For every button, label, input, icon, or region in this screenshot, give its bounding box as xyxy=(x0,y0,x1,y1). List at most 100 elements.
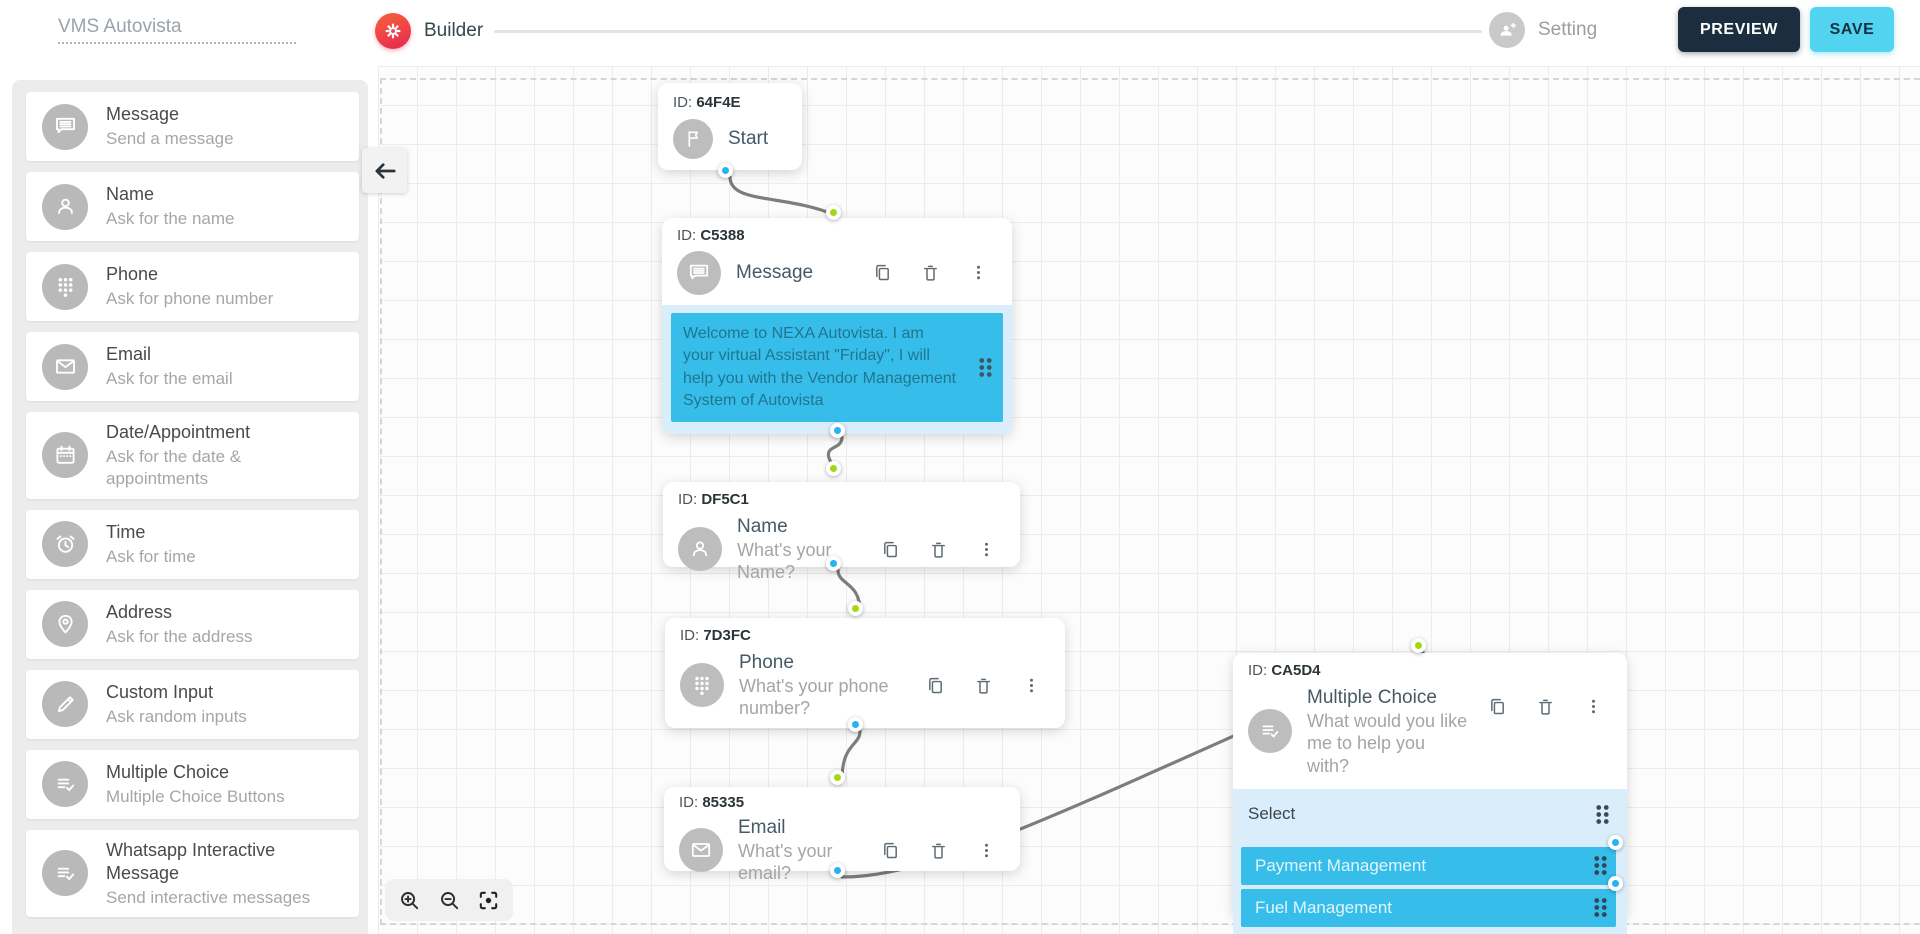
email-input-port[interactable] xyxy=(830,770,845,785)
list-check-icon xyxy=(42,761,88,808)
node-email[interactable]: ID: 85335 Email What's your email? xyxy=(664,787,1020,883)
node-title: Message xyxy=(736,261,814,283)
duplicate-icon[interactable] xyxy=(880,840,901,861)
palette-item-multiple-choice[interactable]: Multiple Choice Multiple Choice Buttons xyxy=(26,749,359,819)
more-options-icon[interactable] xyxy=(968,262,989,283)
node-multiple-choice[interactable]: ID: CA5D4 Multiple Choice What would you… xyxy=(1233,653,1627,934)
palette-item-subtitle: Ask for the email xyxy=(106,369,233,389)
duplicate-icon[interactable] xyxy=(872,262,893,283)
alarm-clock-icon xyxy=(42,521,88,568)
node-start[interactable]: ID: 64F4E Start xyxy=(658,83,802,170)
more-options-icon[interactable] xyxy=(976,539,997,560)
palette-item-time[interactable]: Time Ask for time xyxy=(26,509,359,579)
drag-handle-icon[interactable] xyxy=(1593,897,1608,918)
palette-item-title: Custom Input xyxy=(106,681,214,702)
palette-item-title: Name xyxy=(106,184,155,205)
person-icon xyxy=(42,183,88,230)
more-options-icon[interactable] xyxy=(1583,696,1604,717)
fit-view-button[interactable] xyxy=(476,888,501,913)
group-add-icon xyxy=(1489,12,1525,48)
node-id: ID: DF5C1 xyxy=(678,491,749,508)
drag-handle-icon[interactable] xyxy=(1593,855,1608,876)
save-button[interactable]: SAVE xyxy=(1810,7,1894,52)
palette-item-subtitle: Send interactive messages xyxy=(106,887,311,907)
node-name[interactable]: ID: DF5C1 Name What's your Name? xyxy=(663,482,1020,582)
flag-icon xyxy=(673,118,713,159)
duplicate-icon[interactable] xyxy=(925,675,946,696)
node-question: What's your email? xyxy=(738,840,833,884)
palette-item-subtitle: Ask for time xyxy=(106,546,196,566)
palette-item-phone[interactable]: Phone Ask for phone number xyxy=(26,252,359,321)
list-check-icon xyxy=(1248,709,1292,754)
list-check-icon xyxy=(42,850,88,897)
palette-item-whatsapp-interactive[interactable]: Whatsapp Interactive Message Send intera… xyxy=(26,829,359,918)
palette-item-date-appointment[interactable]: Date/Appointment Ask for the date & appo… xyxy=(26,412,359,499)
choice-option-payment-management[interactable]: Payment Management xyxy=(1241,847,1616,885)
message-input-port[interactable] xyxy=(826,205,841,220)
palette-item-subtitle: Ask for the date & appointments xyxy=(106,447,242,488)
more-options-icon[interactable] xyxy=(976,840,997,861)
node-title: Multiple Choice xyxy=(1307,686,1437,708)
delete-icon[interactable] xyxy=(920,262,941,283)
node-palette: Message Send a message Name Ask for the … xyxy=(12,80,368,934)
flow-canvas[interactable]: ID: 64F4E Start ID: C5388 Message xyxy=(378,66,1920,934)
collapse-sidebar-button[interactable] xyxy=(362,148,407,193)
dialpad-icon xyxy=(680,663,724,708)
palette-item-title: Date/Appointment xyxy=(106,422,251,442)
duplicate-icon[interactable] xyxy=(880,539,901,560)
palette-item-title: Whatsapp Interactive Message xyxy=(106,839,276,883)
palette-item-address[interactable]: Address Ask for the address xyxy=(26,589,359,659)
duplicate-icon[interactable] xyxy=(1487,696,1508,717)
location-pin-icon xyxy=(42,601,88,648)
palette-item-custom-input[interactable]: Custom Input Ask random inputs xyxy=(26,669,359,739)
select-row[interactable]: Select xyxy=(1241,801,1616,827)
choice-option-fuel-management[interactable]: Fuel Management xyxy=(1241,889,1616,927)
phone-output-port[interactable] xyxy=(848,717,863,732)
node-id: ID: C5388 xyxy=(677,227,745,244)
name-output-port[interactable] xyxy=(826,556,841,571)
palette-item-subtitle: Ask for the address xyxy=(106,626,253,646)
drag-handle-icon[interactable] xyxy=(978,356,993,378)
option-payment-output-port[interactable] xyxy=(1608,835,1623,850)
message-bubble[interactable]: Welcome to NEXA Autovista. I am your vir… xyxy=(671,312,1003,423)
node-question: What would you like me to help you with? xyxy=(1307,710,1468,776)
phone-input-port[interactable] xyxy=(848,601,863,616)
name-input-port[interactable] xyxy=(826,461,841,476)
delete-icon[interactable] xyxy=(973,675,994,696)
node-title: Start xyxy=(728,127,769,149)
palette-item-email[interactable]: Email Ask for the email xyxy=(26,332,359,401)
zoom-out-button[interactable] xyxy=(437,888,462,913)
palette-item-subtitle: Send a message xyxy=(106,129,234,149)
zoom-in-button[interactable] xyxy=(397,888,422,913)
dialpad-icon xyxy=(42,263,88,310)
start-output-port[interactable] xyxy=(718,163,733,178)
envelope-icon xyxy=(679,828,723,873)
preview-button[interactable]: PREVIEW xyxy=(1678,7,1800,52)
delete-icon[interactable] xyxy=(928,539,949,560)
more-options-icon[interactable] xyxy=(1021,675,1042,696)
node-title: Phone xyxy=(739,651,794,673)
setting-step[interactable]: Setting xyxy=(1489,12,1597,48)
builder-step[interactable]: Builder xyxy=(375,13,483,49)
option-fuel-output-port[interactable] xyxy=(1608,876,1623,891)
node-id: ID: CA5D4 xyxy=(1248,662,1321,679)
delete-icon[interactable] xyxy=(928,840,949,861)
message-bubble-text: Welcome to NEXA Autovista. I am your vir… xyxy=(683,324,957,409)
delete-icon[interactable] xyxy=(1535,696,1556,717)
progress-line xyxy=(494,30,1482,33)
email-output-port[interactable] xyxy=(830,863,845,878)
node-question: What's your phone number? xyxy=(739,675,889,719)
node-message[interactable]: ID: C5388 Message xyxy=(662,218,1012,435)
builder-label: Builder xyxy=(424,20,484,41)
palette-item-title: Time xyxy=(106,521,146,542)
palette-item-title: Address xyxy=(106,601,173,622)
palette-item-message[interactable]: Message Send a message xyxy=(26,92,359,161)
multiple-choice-input-port[interactable] xyxy=(1411,638,1426,653)
node-phone[interactable]: ID: 7D3FC Phone What's your phone number… xyxy=(665,618,1065,728)
canvas-controls xyxy=(385,879,513,921)
palette-item-name[interactable]: Name Ask for the name xyxy=(26,172,359,241)
flow-name-input[interactable] xyxy=(58,12,296,44)
message-output-port[interactable] xyxy=(830,423,845,438)
drag-handle-icon[interactable] xyxy=(1595,803,1610,825)
select-label: Select xyxy=(1248,804,1296,823)
